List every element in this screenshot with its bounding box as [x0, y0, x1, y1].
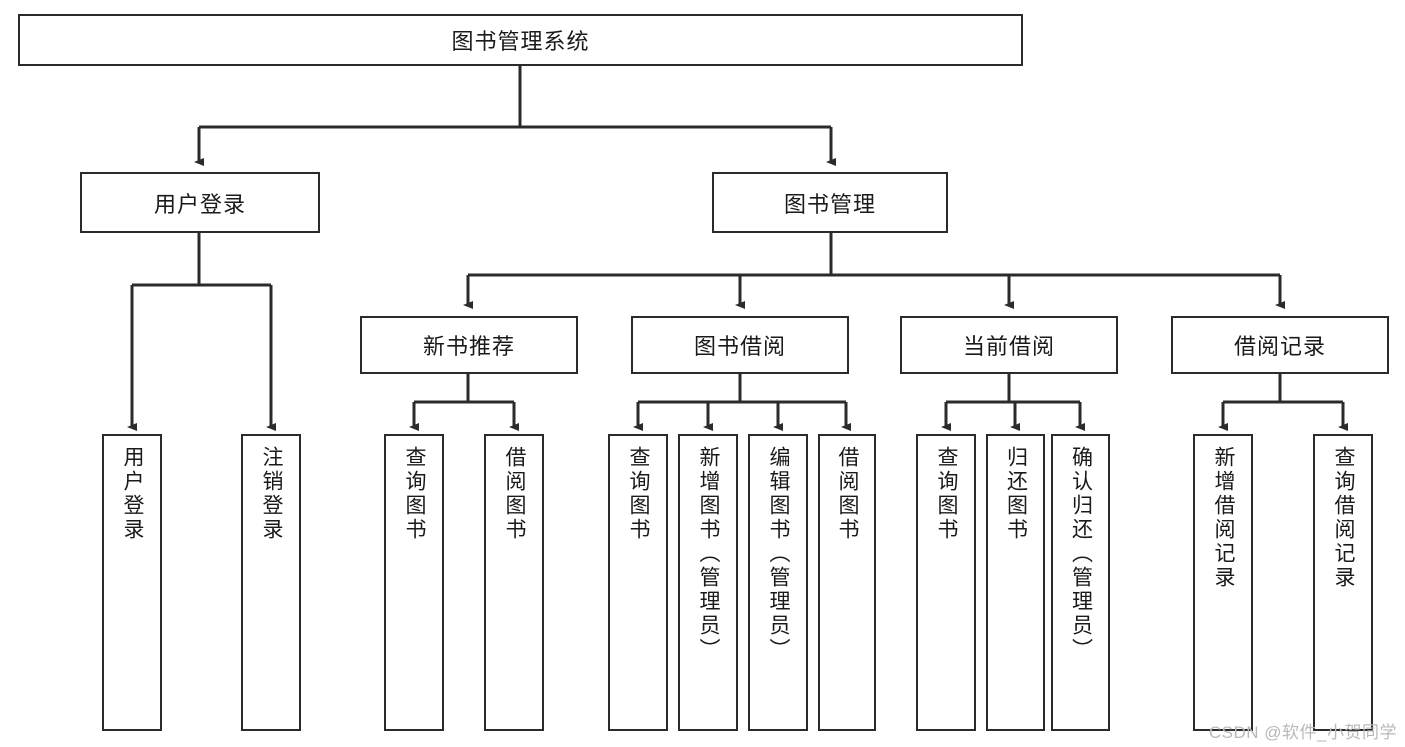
leaf-user-login[interactable]: 用户登录 [102, 434, 162, 731]
leaf-add-borrow-record[interactable]: 新增借阅记录 [1193, 434, 1253, 731]
node-root-system[interactable]: 图书管理系统 [18, 14, 1023, 66]
node-label: 查询图书 [627, 446, 651, 542]
node-label: 图书借阅 [693, 334, 786, 359]
leaf-query-book-recommend[interactable]: 查询图书 [384, 434, 444, 731]
node-label: 查询借阅记录 [1332, 446, 1356, 590]
node-label: 当前借阅 [962, 334, 1055, 359]
node-label: 查询图书 [403, 446, 427, 542]
leaf-borrow-book[interactable]: 借阅图书 [818, 434, 876, 731]
leaf-query-book-borrow[interactable]: 查询图书 [608, 434, 668, 731]
node-label: 确认归还（管理员） [1069, 446, 1093, 662]
node-label: 用户登录 [121, 446, 145, 542]
leaf-query-book-current[interactable]: 查询图书 [916, 434, 976, 731]
node-label: 新增图书（管理员） [697, 446, 721, 662]
leaf-confirm-return-admin[interactable]: 确认归还（管理员） [1051, 434, 1110, 731]
node-label: 新增借阅记录 [1212, 446, 1236, 590]
node-label: 借阅记录 [1233, 334, 1326, 359]
node-label: 图书管理 [783, 191, 876, 217]
node-label: 注销登录 [260, 446, 284, 542]
node-label: 查询图书 [935, 446, 959, 542]
node-book-borrow[interactable]: 图书借阅 [631, 316, 849, 374]
node-new-book-recommend[interactable]: 新书推荐 [360, 316, 578, 374]
leaf-edit-book-admin[interactable]: 编辑图书（管理员） [748, 434, 808, 731]
node-label: 借阅图书 [503, 446, 527, 542]
leaf-query-borrow-record[interactable]: 查询借阅记录 [1313, 434, 1373, 731]
node-book-management[interactable]: 图书管理 [712, 172, 948, 233]
node-label: 归还图书 [1004, 446, 1028, 542]
node-label: 借阅图书 [836, 446, 860, 542]
leaf-borrow-book-recommend[interactable]: 借阅图书 [484, 434, 544, 731]
node-label: 新书推荐 [422, 334, 515, 359]
node-user-login[interactable]: 用户登录 [80, 172, 320, 233]
leaf-add-book-admin[interactable]: 新增图书（管理员） [678, 434, 738, 731]
node-borrow-record[interactable]: 借阅记录 [1171, 316, 1389, 374]
node-label: 图书管理系统 [451, 29, 590, 54]
leaf-return-book[interactable]: 归还图书 [986, 434, 1045, 731]
node-label: 用户登录 [153, 191, 246, 217]
node-current-borrow[interactable]: 当前借阅 [900, 316, 1118, 374]
leaf-logout[interactable]: 注销登录 [241, 434, 301, 731]
node-label: 编辑图书（管理员） [767, 446, 791, 662]
